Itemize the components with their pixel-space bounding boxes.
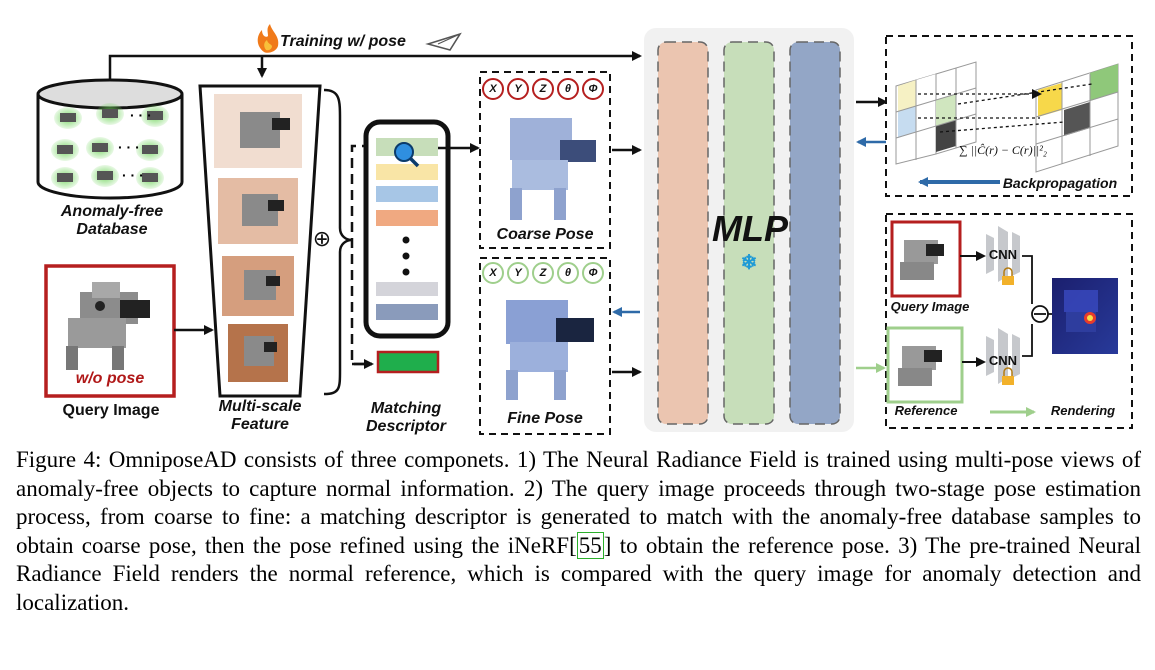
multiscale-feature-pyramid: [198, 84, 322, 398]
query-descriptor-bar: [376, 350, 440, 374]
axis-z: Z: [532, 78, 554, 100]
axis-x: X: [482, 262, 504, 284]
multiscale-label: Multi-scale Feature: [218, 398, 302, 434]
svg-text:· · ·: · · ·: [118, 139, 140, 155]
pipeline-diagram: · · · · · · · · ·: [36, 24, 1133, 435]
axis-y: Y: [507, 78, 529, 100]
search-icon: [394, 142, 420, 168]
query-object-render: [66, 282, 150, 370]
training-label: Training w/ pose: [280, 33, 406, 50]
snowflake-icon: ❄: [740, 252, 758, 274]
descriptor-box: [363, 119, 451, 339]
concat-symbol: ⊕: [312, 226, 332, 251]
reference-label: Reference: [894, 403, 958, 418]
matching-descriptor-label: Matching Descriptor: [365, 400, 447, 436]
fine-pose-label: Fine Pose: [507, 410, 583, 427]
query-image-right-label: Query Image: [890, 299, 970, 314]
rendering-panel: [885, 213, 1133, 429]
mlp-label: MLP: [712, 208, 788, 249]
coarse-pose-label: Coarse Pose: [496, 226, 594, 243]
lock-icon: [1002, 367, 1014, 385]
axis-phi: Φ: [582, 262, 604, 284]
paper-plane-icon: [425, 32, 462, 51]
axis-x: X: [482, 78, 504, 100]
caption-text-1: Figure 4: OmniposeAD consists of three c…: [16, 447, 1141, 558]
fine-pose-box: [479, 257, 611, 435]
backprop-label: Backpropagation: [1002, 175, 1118, 191]
loss-formula: ∑ ||Ĉ(r) − C(r)||²₂: [959, 143, 1047, 157]
figure-caption: Figure 4: OmniposeAD consists of three c…: [16, 446, 1141, 618]
query-image-label: Query Image: [62, 402, 160, 419]
axis-phi: Φ: [582, 78, 604, 100]
svg-text:· · ·: · · ·: [122, 167, 144, 183]
database-cylinder: · · · · · · · · ·: [36, 78, 184, 200]
database-samples: · · · · · · · · ·: [51, 103, 169, 189]
fire-icon: [257, 24, 279, 53]
axis-theta: θ: [557, 262, 579, 284]
cnn-bottom-label: CNN: [988, 353, 1018, 368]
axis-theta: θ: [557, 78, 579, 100]
coarse-pose-box: [479, 71, 611, 249]
caption-text-2: ] to obtain the reference pose. 3) The p…: [16, 532, 1141, 615]
database-label: Anomaly-free Database: [60, 203, 164, 239]
lock-icon: [1002, 267, 1014, 285]
axis-z: Z: [532, 262, 554, 284]
loss-panel: [885, 35, 1133, 197]
mlp-block: [644, 28, 854, 432]
svg-text:· · ·: · · ·: [130, 107, 152, 123]
citation-link[interactable]: 55: [576, 531, 604, 559]
wo-pose-label: w/o pose: [75, 370, 145, 387]
axis-y: Y: [507, 262, 529, 284]
rendering-label: Rendering: [1050, 403, 1116, 418]
cnn-top-label: CNN: [988, 247, 1018, 262]
